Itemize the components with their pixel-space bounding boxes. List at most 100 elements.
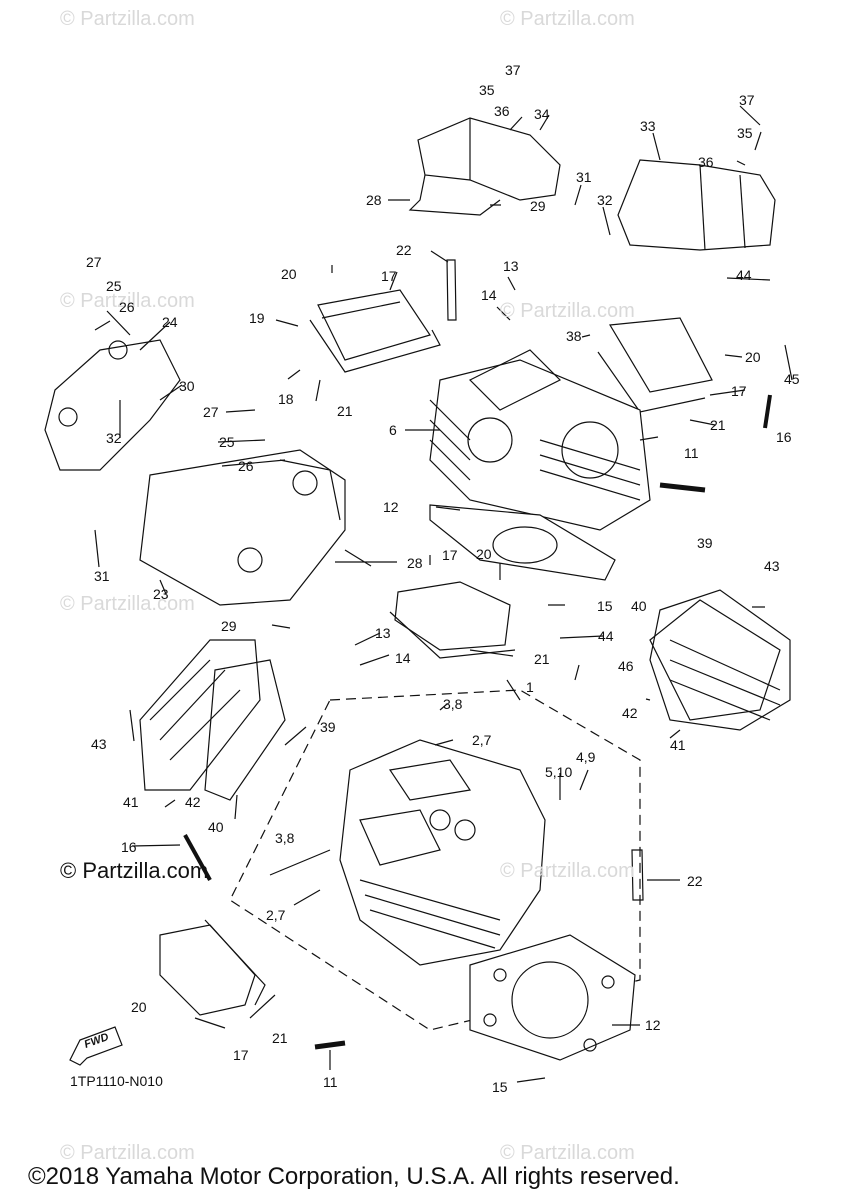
copyright-notice: ©2018 Yamaha Motor Corporation, U.S.A. A…: [28, 1163, 680, 1190]
head-gasket-12-lower: [469, 934, 636, 1061]
callout-42[interactable]: 42: [185, 794, 201, 810]
callout-16[interactable]: 16: [776, 429, 792, 445]
watermark: © Partzilla.com: [60, 8, 195, 30]
callout-5-10[interactable]: 5,10: [545, 764, 573, 780]
callout-20[interactable]: 20: [281, 266, 297, 282]
callout-4-9[interactable]: 4,9: [576, 749, 596, 765]
callout-44[interactable]: 44: [598, 628, 614, 644]
callout-45[interactable]: 45: [784, 371, 800, 387]
callout-1[interactable]: 1: [526, 679, 534, 695]
callout-32[interactable]: 32: [106, 430, 122, 446]
callout-15[interactable]: 15: [492, 1079, 508, 1095]
cylinder-head-6: [429, 349, 651, 531]
callout-21[interactable]: 21: [710, 417, 726, 433]
callout-30[interactable]: 30: [179, 378, 195, 394]
callout-20[interactable]: 20: [745, 349, 761, 365]
callout-24[interactable]: 24: [162, 314, 178, 330]
watermark: © Partzilla.com: [500, 860, 635, 882]
bolt-16-left: [183, 834, 212, 881]
callout-23[interactable]: 23: [153, 586, 169, 602]
callout-13[interactable]: 13: [375, 625, 391, 641]
callout-22[interactable]: 22: [687, 873, 703, 889]
callout-44[interactable]: 44: [736, 267, 752, 283]
callout-17[interactable]: 17: [442, 547, 458, 563]
watermark-main: © Partzilla.com: [60, 858, 209, 883]
callout-36[interactable]: 36: [494, 103, 510, 119]
valve-cover-17-right: [597, 317, 713, 413]
callout-41[interactable]: 41: [123, 794, 139, 810]
callout-34[interactable]: 34: [534, 106, 550, 122]
cylinder-head-1: [339, 739, 546, 966]
stud-11-upper: [659, 482, 706, 493]
callout-26[interactable]: 26: [119, 299, 135, 315]
callout-17[interactable]: 17: [233, 1047, 249, 1063]
callout-2-7[interactable]: 2,7: [472, 732, 492, 748]
callout-16[interactable]: 16: [121, 839, 137, 855]
callout-37[interactable]: 37: [739, 92, 755, 108]
callout-19[interactable]: 19: [249, 310, 265, 326]
spark-plug-22-lower: [631, 849, 644, 901]
callout-11[interactable]: 11: [684, 445, 699, 461]
callout-29[interactable]: 29: [221, 618, 237, 634]
callout-3-8[interactable]: 3,8: [275, 830, 295, 846]
callout-3-8[interactable]: 3,8: [443, 696, 463, 712]
bolt-16-right: [763, 394, 772, 429]
callout-6[interactable]: 6: [389, 422, 397, 438]
callout-26[interactable]: 26: [238, 458, 254, 474]
callout-25[interactable]: 25: [219, 434, 235, 450]
callout-36[interactable]: 36: [698, 154, 714, 170]
callout-39[interactable]: 39: [320, 719, 336, 735]
callout-28[interactable]: 28: [407, 555, 423, 571]
valve-cover-17-upper: [309, 289, 441, 373]
callout-35[interactable]: 35: [737, 125, 753, 141]
callout-12[interactable]: 12: [645, 1017, 661, 1033]
drawing-code: 1TP1110-N010: [70, 1073, 163, 1089]
callout-14[interactable]: 14: [481, 287, 497, 303]
callout-31[interactable]: 31: [94, 568, 110, 584]
callout-40[interactable]: 40: [631, 598, 647, 614]
callout-46[interactable]: 46: [618, 658, 634, 674]
callout-38[interactable]: 38: [566, 328, 582, 344]
callout-31[interactable]: 31: [576, 169, 592, 185]
callout-27[interactable]: 27: [86, 254, 102, 270]
valve-cover-17-mid: [389, 581, 516, 659]
callout-27[interactable]: 27: [203, 404, 219, 420]
callout-20[interactable]: 20: [131, 999, 147, 1015]
callout-20[interactable]: 20: [476, 546, 492, 562]
callout-29[interactable]: 29: [530, 198, 546, 214]
callout-41[interactable]: 41: [670, 737, 686, 753]
callout-43[interactable]: 43: [91, 736, 107, 752]
callout-13[interactable]: 13: [503, 258, 519, 274]
callout-35[interactable]: 35: [479, 82, 495, 98]
rocker-cover-34: [408, 117, 561, 216]
callout-33[interactable]: 33: [640, 118, 656, 134]
callout-32[interactable]: 32: [597, 192, 613, 208]
watermark: © Partzilla.com: [60, 1142, 195, 1164]
callout-17[interactable]: 17: [731, 383, 747, 399]
head-gasket-12-upper: [429, 504, 616, 581]
callout-25[interactable]: 25: [106, 278, 122, 294]
callout-21[interactable]: 21: [534, 651, 550, 667]
callout-43[interactable]: 43: [764, 558, 780, 574]
valve-cover-17-lower: [159, 919, 266, 1016]
gasket-42-left: [204, 659, 286, 801]
rocker-cover-33: [617, 159, 776, 251]
callout-39[interactable]: 39: [697, 535, 713, 551]
spark-plug-22-upper: [446, 259, 457, 321]
gasket-42-right: [649, 599, 781, 721]
callout-22[interactable]: 22: [396, 242, 412, 258]
callout-2-7[interactable]: 2,7: [266, 907, 286, 923]
callout-17[interactable]: 17: [381, 268, 397, 284]
callout-11[interactable]: 11: [323, 1074, 338, 1090]
callout-42[interactable]: 42: [622, 705, 638, 721]
callout-18[interactable]: 18: [278, 391, 294, 407]
callout-40[interactable]: 40: [208, 819, 224, 835]
callout-21[interactable]: 21: [272, 1030, 288, 1046]
watermark: © Partzilla.com: [500, 1142, 635, 1164]
callout-14[interactable]: 14: [395, 650, 411, 666]
callout-21[interactable]: 21: [337, 403, 353, 419]
callout-12[interactable]: 12: [383, 499, 399, 515]
callout-37[interactable]: 37: [505, 62, 521, 78]
callout-28[interactable]: 28: [366, 192, 382, 208]
callout-15[interactable]: 15: [597, 598, 613, 614]
